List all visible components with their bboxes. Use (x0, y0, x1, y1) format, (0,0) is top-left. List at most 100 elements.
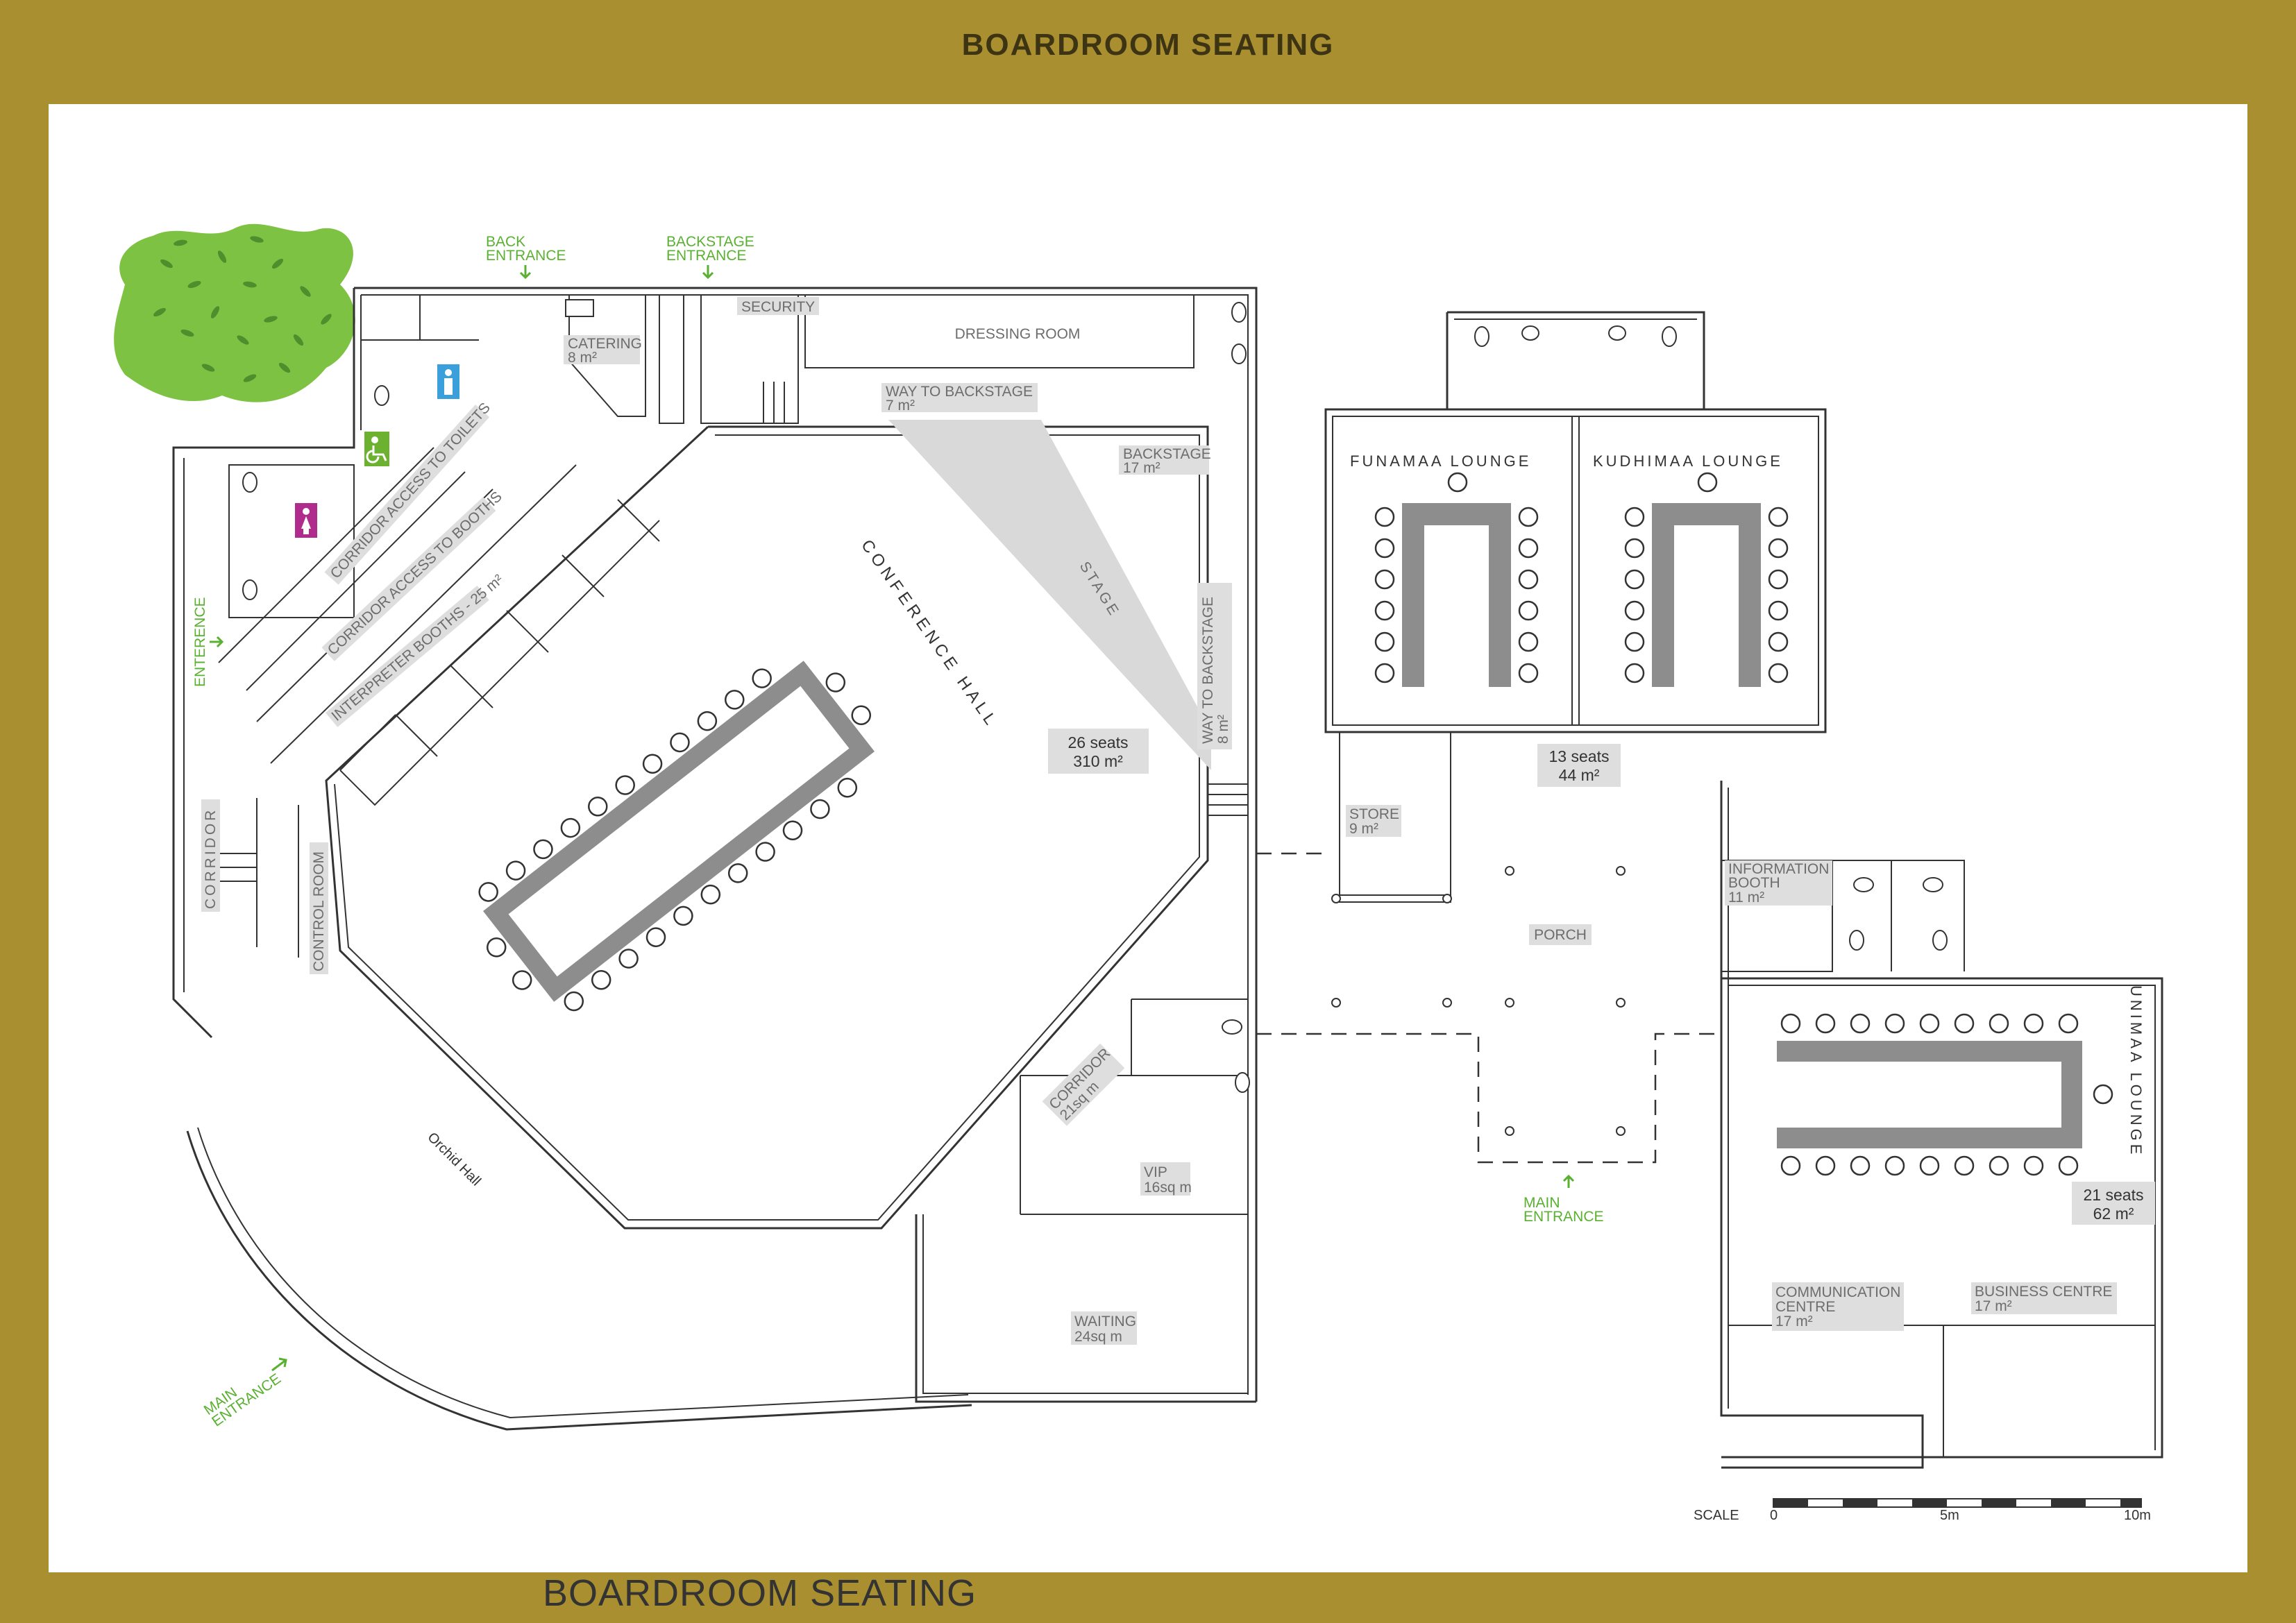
toilet-fixtures (242, 299, 1948, 1093)
svg-text:WAITING: WAITING (1074, 1314, 1136, 1329)
information-booth-label: INFORMATION BOOTH 11 m² (1725, 860, 1832, 906)
side-entrance-label: ENTERENCE (192, 597, 208, 687)
svg-text:310 m²: 310 m² (1073, 752, 1123, 770)
orchid-hall-label: Orchid Hall (424, 1130, 484, 1189)
scale-tick-0: 0 (1770, 1508, 1778, 1523)
porch-dashed-outline (1256, 852, 1721, 1164)
kudhimaa-lounge-label: KUDHIMAA LOUNGE (1593, 452, 1783, 470)
svg-text:62 m²: 62 m² (2093, 1205, 2134, 1223)
svg-text:BACKSTAGE: BACKSTAGE (666, 234, 754, 250)
svg-text:CATERING: CATERING (568, 336, 642, 352)
catering-label: CATERING 8 m² (564, 335, 642, 366)
corridor-lower-label: CORRIDOR 21sq m (1042, 1043, 1125, 1126)
vip-label: VIP 16sq m (1140, 1162, 1192, 1196)
back-entrance-label: BACK ENTRANCE (486, 234, 566, 280)
svg-text:7 m²: 7 m² (886, 398, 915, 414)
svg-text:BUSINESS CENTRE: BUSINESS CENTRE (1975, 1284, 2112, 1300)
corridor-toilets-label: CORRIDOR ACCESS TO TOILETS (324, 400, 493, 585)
dressing-room-label: DRESSING ROOM (955, 326, 1081, 342)
svg-text:11 m²: 11 m² (1728, 890, 1764, 906)
svg-text:8 m²: 8 m² (568, 350, 597, 366)
porch-label: PORCH (1529, 924, 1592, 945)
svg-text:44 m²: 44 m² (1559, 766, 1600, 784)
main-entrance-left-label: MAIN ENTRANCE (201, 1370, 284, 1429)
svg-text:BACK: BACK (486, 234, 525, 250)
scale-label: SCALE (1694, 1508, 1739, 1523)
unimaa-seat-chip: 21 seats 62 m² (2072, 1182, 2155, 1225)
svg-text:26 seats: 26 seats (1068, 733, 1129, 751)
unimaa-lounge-label: UNIMAA LOUNGE (2127, 985, 2145, 1157)
unimaa-lounge-table (1777, 1013, 2113, 1176)
svg-text:17 m²: 17 m² (1123, 460, 1160, 476)
corridor-left-label: CORRIDOR (201, 799, 220, 912)
funamaa-lounge-table (1374, 472, 1539, 687)
svg-text:CORRIDOR: CORRIDOR (203, 808, 219, 909)
control-room-label: CONTROL ROOM (310, 842, 328, 974)
kudhimaa-seat-chip: 13 seats 44 m² (1537, 744, 1621, 787)
page-header-title: BOARDROOM SEATING (961, 28, 1335, 62)
funamaa-lounge-label: FUNAMAA LOUNGE (1350, 452, 1531, 470)
scale-tick-10m: 10m (2124, 1508, 2151, 1523)
svg-text:ENTRANCE: ENTRANCE (666, 248, 747, 264)
conference-building-walls (172, 287, 1258, 1431)
male-toilet-icon (437, 364, 459, 399)
svg-text:24sq m: 24sq m (1074, 1329, 1122, 1345)
svg-text:MAIN: MAIN (1523, 1195, 1560, 1211)
tree-icon (114, 223, 355, 402)
way-to-backstage-top-label: WAY TO BACKSTAGE 7 m² (881, 383, 1038, 414)
floor-plan-drawing: 26 seats 310 m² 13 seats 44 m² 21 seats … (114, 223, 2163, 1508)
conference-hall-label: CONFERENCE HALL (857, 536, 1002, 731)
conference-boardroom-table (478, 661, 875, 1012)
svg-text:BOOTH: BOOTH (1728, 875, 1780, 891)
svg-text:SECURITY: SECURITY (741, 299, 815, 315)
security-label: SECURITY (737, 297, 819, 315)
plan-title: BOARDROOM SEATING (543, 1572, 977, 1614)
communication-centre-label: COMMUNICATION CENTRE 17 m² (1772, 1282, 1904, 1331)
svg-text:WAY TO BACKSTAGE: WAY TO BACKSTAGE (886, 384, 1033, 400)
svg-text:16sq m: 16sq m (1144, 1180, 1192, 1196)
backstage-entrance-label: BACKSTAGE ENTRANCE (666, 234, 754, 280)
svg-text:21 seats: 21 seats (2084, 1186, 2144, 1204)
svg-text:CORRIDOR ACCESS TO TOILETS: CORRIDOR ACCESS TO TOILETS (328, 400, 493, 581)
stage-area (888, 420, 1211, 770)
business-centre-label: BUSINESS CENTRE 17 m² (1971, 1282, 2117, 1314)
svg-text:CORRIDOR ACCESS TO BOOTHS: CORRIDOR ACCESS TO BOOTHS (325, 488, 505, 658)
store-label: STORE 9 m² (1346, 805, 1401, 837)
svg-text:STORE: STORE (1349, 806, 1399, 822)
interpreter-booths-label: INTERPRETER BOOTHS - 25 m² (326, 572, 507, 727)
arrow-icon (210, 636, 224, 648)
svg-text:ENTRANCE: ENTRANCE (486, 248, 566, 264)
svg-text:INTERPRETER BOOTHS - 25 m²: INTERPRETER BOOTHS - 25 m² (328, 572, 506, 724)
svg-text:CONTROL ROOM: CONTROL ROOM (311, 851, 327, 971)
arrow-icon (1562, 1174, 1575, 1188)
arrow-icon (271, 1357, 287, 1372)
svg-text:INFORMATION: INFORMATION (1728, 861, 1829, 877)
way-to-backstage-side-label: WAY TO BACKSTAGE 8 m² (1197, 583, 1232, 749)
backstage-label: BACKSTAGE 17 m² (1119, 445, 1211, 476)
arrow-icon (519, 265, 532, 280)
main-entrance-center-label: MAIN ENTRANCE (1523, 1174, 1604, 1225)
svg-text:CENTRE: CENTRE (1775, 1299, 1835, 1315)
conference-chairs (478, 668, 872, 1012)
interpreter-booths-partitions (339, 499, 660, 806)
svg-text:ENTRANCE: ENTRANCE (1523, 1209, 1604, 1225)
corridor-booths-label: CORRIDOR ACCESS TO BOOTHS (321, 488, 505, 661)
svg-text:8 m²: 8 m² (1215, 715, 1231, 744)
svg-text:17 m²: 17 m² (1975, 1298, 2012, 1314)
svg-text:WAY TO BACKSTAGE: WAY TO BACKSTAGE (1200, 597, 1216, 744)
svg-text:9 m²: 9 m² (1349, 821, 1378, 837)
svg-text:COMMUNICATION: COMMUNICATION (1775, 1284, 1900, 1300)
floor-plan-panel: 26 seats 310 m² 13 seats 44 m² 21 seats … (49, 104, 2247, 1614)
svg-text:13 seats: 13 seats (1549, 747, 1610, 765)
conference-hall-seat-chip: 26 seats 310 m² (1048, 729, 1149, 774)
svg-text:17 m²: 17 m² (1775, 1314, 1813, 1329)
arrow-icon (702, 265, 714, 280)
kudhimaa-lounge-table (1624, 472, 1789, 687)
female-toilet-icon (295, 503, 317, 538)
accessible-toilet-icon (364, 432, 389, 466)
svg-text:VIP: VIP (1144, 1164, 1167, 1180)
scale-bar (1773, 1498, 2142, 1508)
waiting-label: WAITING 24sq m (1071, 1311, 1137, 1345)
svg-text:BACKSTAGE: BACKSTAGE (1123, 446, 1211, 462)
